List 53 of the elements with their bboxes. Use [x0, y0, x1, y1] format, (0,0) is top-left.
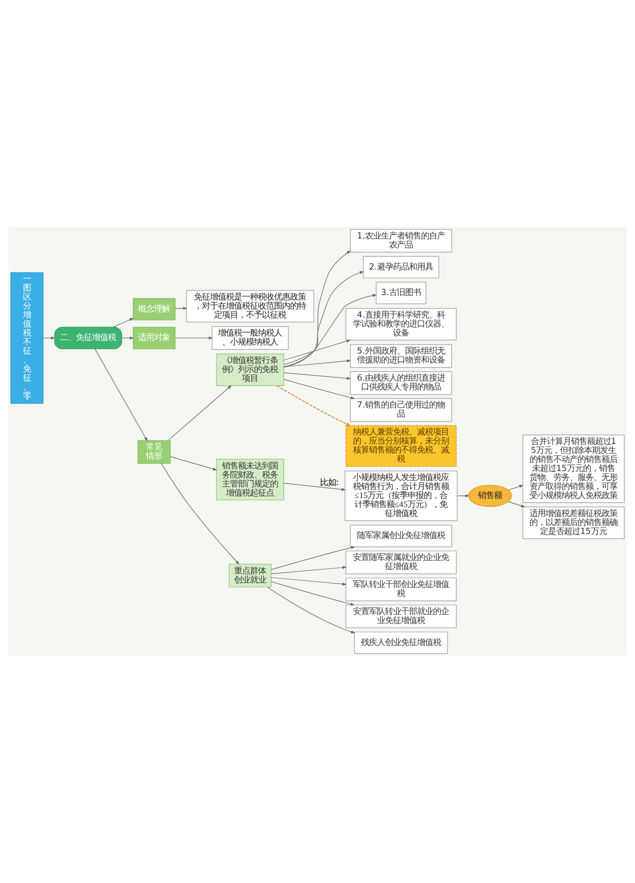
arrow	[284, 294, 377, 365]
node-box: 军队转业干部创业免征增值税	[346, 578, 457, 602]
arrow	[284, 482, 346, 491]
arrow	[270, 566, 347, 574]
arrow	[267, 586, 356, 634]
arrow	[284, 340, 351, 360]
arrow	[42, 336, 56, 340]
node-box: 适用对象	[132, 326, 176, 350]
node-box: 5.外国政府、国际组织无偿援助的进口物资和设备	[350, 344, 452, 368]
arrow	[112, 318, 134, 328]
arrow	[122, 336, 134, 340]
node-box: 7.销售的自己使用过的物品	[350, 398, 452, 422]
node-box: 免征增值税是一种税收优惠政策，对于在增值税征收范围内的特定项目，不予以征税	[186, 290, 314, 322]
node-box: 销售额未达到国务院财政、税务主管部门规定的增值税起征点	[216, 458, 284, 500]
node-box: 随军家属创业免征增值税	[350, 524, 452, 548]
arrow	[270, 577, 347, 586]
node-box: 6.由残疾人的组织直接进口供残疾人专用的物品	[350, 371, 452, 395]
arrow	[170, 456, 218, 470]
node-box: 残疾人创业免征增值税	[354, 632, 448, 654]
node-box: 常见情形	[138, 440, 171, 464]
node-ellipse: 销售额	[468, 484, 512, 507]
arrow	[175, 336, 213, 340]
arrow	[168, 385, 232, 441]
node-box: 合并计算月销售额超过15万元，但扣除本期发生的销售不动产的销售额后未超过15万元的，销售货物、劳务、服务、无形资产取得的销售额，可享受小规模纳税人免税政策	[522, 434, 625, 503]
arrow	[270, 546, 356, 570]
node-box: 一图区分增值税不征、免征、零	[10, 272, 44, 404]
arrow	[276, 385, 352, 426]
node-box: 2.避孕药品和用具	[362, 256, 440, 278]
arrow	[284, 372, 352, 380]
node-box: 3.古旧图书	[376, 282, 426, 304]
arrow	[508, 501, 526, 508]
node-box: 概念理解	[132, 298, 176, 320]
node-box: 小规模纳税人发生增值税应税销售行为，合计月销售额≤15万元（按季申报的，合计季销售额≤45万元），免征增值税	[344, 470, 458, 521]
node-box: 安置随军家属就业的企业免征增值税	[346, 550, 457, 574]
arrow	[284, 271, 364, 368]
arrow	[161, 463, 240, 565]
node-box: 重点群体创业就业	[228, 564, 272, 588]
arrow	[284, 379, 355, 400]
node-box: 二、免征增值税	[54, 326, 122, 350]
arrow	[175, 306, 188, 310]
node-box: 适用增值税差额征税政策的，以差额后的销售额确定是否超过15万元	[522, 506, 625, 539]
arrow	[508, 484, 524, 490]
arrow	[94, 348, 148, 442]
node-box: 《增值税暂行条例》列示的免税项目	[216, 354, 284, 386]
node-box: 安置军队转业干部就业的企业免征增值税	[346, 604, 457, 628]
edge-label: 比如:	[320, 477, 339, 488]
node-box: 增值税一般纳税人、小规模纳税人	[212, 326, 289, 350]
node-box: 纳税人兼营免税、减税项目的，应当分别核算，未分别核算销售额的不得免税、减税	[346, 425, 457, 467]
arrow	[270, 581, 355, 606]
arrow	[283, 250, 351, 368]
node-box: 1.农业生产者销售的自产农产品	[350, 229, 452, 252]
node-box: 4.直接用于科学研究、科学试验和教学的进口仪器、设备	[346, 308, 457, 340]
arrow	[284, 359, 352, 368]
